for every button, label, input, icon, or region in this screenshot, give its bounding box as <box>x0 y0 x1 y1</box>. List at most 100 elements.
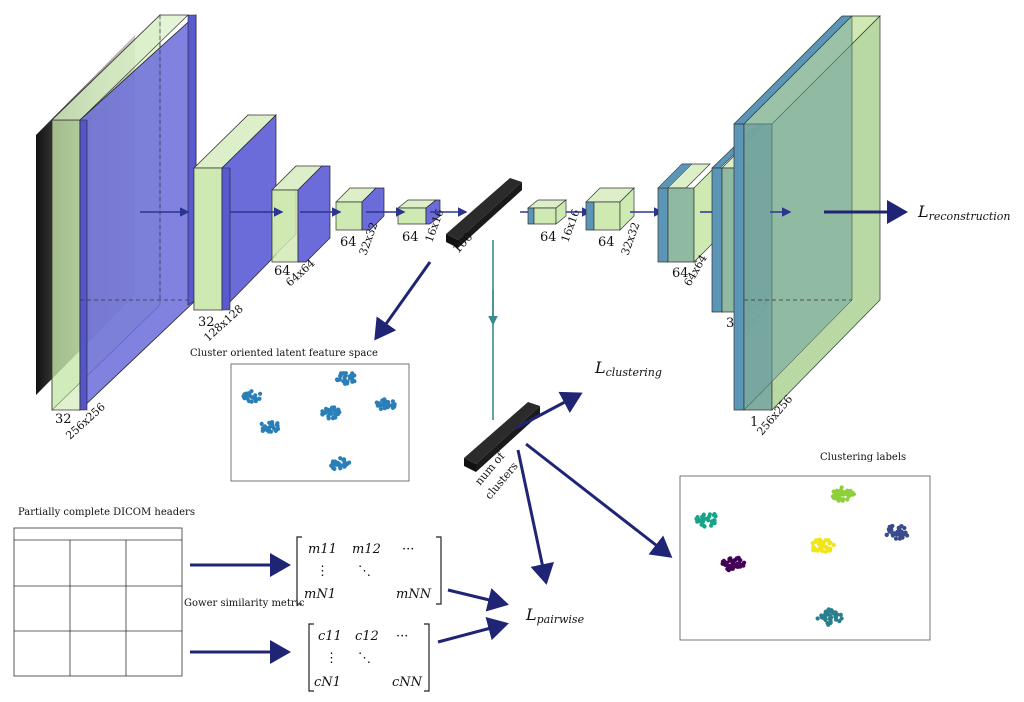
cluster-point <box>836 498 841 503</box>
cluster-point <box>811 544 816 550</box>
latent-point <box>342 463 347 468</box>
latent-point <box>259 421 264 426</box>
loss-pairwise: Lpairwise <box>525 605 585 626</box>
latent-point <box>326 414 331 419</box>
latent-vector-bar <box>446 178 522 248</box>
cluster-point <box>819 545 824 550</box>
cluster-point <box>823 609 828 614</box>
cluster-point <box>700 514 705 520</box>
cluster-point <box>824 612 829 618</box>
cluster-point <box>831 542 836 548</box>
cluster-point <box>893 536 899 541</box>
cluster-to-pairwise-arrow <box>516 449 555 585</box>
latent-space-plot <box>230 363 410 482</box>
latent-point <box>260 428 265 433</box>
latent-space-title: Cluster oriented latent feature space <box>190 348 378 359</box>
clustering-labels-plot <box>679 475 931 641</box>
clustering-labels-title: Clustering labels <box>820 452 906 463</box>
enc5-channels: 64 <box>402 230 419 245</box>
svg-text:mN1: mN1 <box>304 587 336 602</box>
latent-space-arrow <box>374 261 432 341</box>
cluster-point <box>733 564 739 569</box>
latent-point <box>338 371 344 376</box>
latent-point <box>275 423 280 428</box>
encoder-block-2 <box>193 114 277 311</box>
svg-text:c11: c11 <box>318 629 342 644</box>
dicom-table <box>13 527 183 677</box>
encoder-block-4 <box>335 187 385 231</box>
latent-point <box>390 405 395 410</box>
cluster-point <box>695 519 700 524</box>
latent-point <box>329 411 334 416</box>
decoder-block-5 <box>733 15 881 411</box>
cluster-point <box>729 566 734 571</box>
loss-clustering: Lclustering <box>594 358 662 379</box>
svg-text:···: ··· <box>402 542 414 557</box>
decoder-block-2 <box>585 187 635 231</box>
decoder-block-3 <box>657 163 719 263</box>
cluster-point <box>731 558 736 563</box>
latent-point <box>258 391 263 396</box>
cluster-point <box>828 618 833 624</box>
cluster-point <box>833 615 839 620</box>
latent-point <box>335 460 340 465</box>
cluster-point <box>727 556 732 562</box>
svg-text:⋮: ⋮ <box>316 564 329 579</box>
dec2-channels: 64 <box>598 235 615 250</box>
gower-label: Gower similarity metric <box>184 598 305 609</box>
cluster-point <box>723 562 728 568</box>
latent-point <box>334 377 340 382</box>
svg-text:mNN: mNN <box>396 587 432 602</box>
latent-point <box>270 420 275 425</box>
latent-point <box>377 401 382 406</box>
matrix-c: c11 c12 ··· ⋮ ⋱ cN1 cNN <box>308 623 430 692</box>
latent-scatter-points <box>241 371 397 471</box>
svg-text:cN1: cN1 <box>314 675 341 690</box>
latent-point <box>347 460 352 465</box>
latent-point <box>330 416 335 421</box>
cluster-point <box>826 622 831 627</box>
cluster-point <box>820 548 825 554</box>
cluster-point <box>851 492 857 497</box>
cluster-point <box>810 541 815 546</box>
latent-point <box>345 381 350 386</box>
latent-point <box>324 408 329 413</box>
cluster-point <box>839 485 844 490</box>
svg-text:⋱: ⋱ <box>358 651 371 666</box>
latent-point <box>390 399 395 404</box>
cluster-point <box>700 519 706 524</box>
cluster-point <box>819 613 824 618</box>
cluster-point <box>841 492 846 497</box>
cluster-point <box>903 530 908 535</box>
cluster-labels-arrow <box>525 442 673 558</box>
cluster-point <box>712 520 717 525</box>
encoder-block-5 <box>397 199 441 225</box>
enc3-channels: 64 <box>274 264 291 279</box>
dec3-channels: 64 <box>672 266 689 281</box>
cluster-point <box>897 528 902 533</box>
cluster-point <box>889 525 894 530</box>
cluster-point <box>845 492 850 497</box>
latent-point <box>257 396 262 401</box>
svg-text:m12: m12 <box>352 542 381 557</box>
cluster-point <box>827 548 832 553</box>
cluster-point <box>902 525 907 531</box>
enc4-channels: 64 <box>340 235 357 250</box>
cluster-point <box>709 523 714 528</box>
latent-point <box>330 463 335 469</box>
latent-point <box>246 394 251 399</box>
latent-point <box>380 398 385 403</box>
cluster-point <box>741 563 746 568</box>
latent-point <box>252 396 257 401</box>
latent-point <box>341 457 346 462</box>
m-to-pairwise-arrow <box>447 588 509 612</box>
cluster-point <box>839 616 844 621</box>
latent-point <box>243 391 248 396</box>
decoder-block-1 <box>527 199 567 225</box>
latent-point <box>342 375 347 380</box>
cluster-point <box>814 538 819 543</box>
cluster-point <box>884 532 889 538</box>
cluster-point <box>822 616 828 621</box>
svg-text:⋱: ⋱ <box>358 564 371 579</box>
enc2-channels: 32 <box>198 315 215 330</box>
